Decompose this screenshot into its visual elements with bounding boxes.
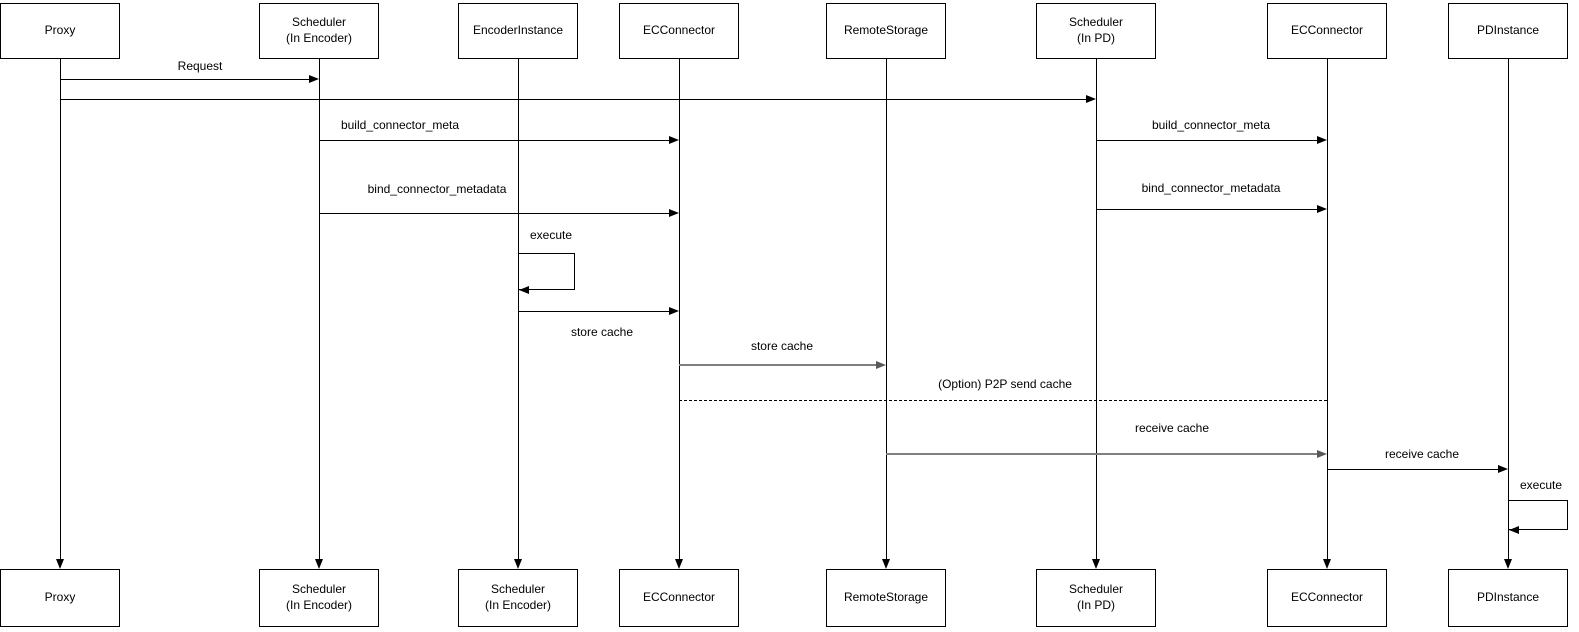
message-line-request bbox=[60, 79, 310, 80]
message-arrowhead-build-connector-meta-2 bbox=[1317, 136, 1327, 144]
message-label-store-cache-1: store cache bbox=[570, 325, 634, 339]
actor-top-label-remote-storage: RemoteStorage bbox=[843, 23, 929, 38]
actor-bottom-box-scheduler-pd: Scheduler (In PD) bbox=[1036, 569, 1156, 627]
actor-top-box-pd-instance: PDInstance bbox=[1448, 3, 1568, 59]
lifeline-remote-storage bbox=[886, 59, 887, 560]
actor-bottom-label-scheduler-encoder: Scheduler (In Encoder) bbox=[285, 582, 353, 612]
message-label-p2p-send-cache: (Option) P2P send cache bbox=[938, 377, 1072, 391]
message-arrowhead-store-cache-1 bbox=[669, 307, 679, 315]
self-loop-execute-encoder bbox=[518, 253, 575, 290]
message-line-receive-cache-1 bbox=[886, 453, 1318, 455]
lifeline-scheduler-pd bbox=[1096, 59, 1097, 560]
message-label-request: Request bbox=[177, 59, 223, 73]
message-label-receive-cache-1: receive cache bbox=[1134, 421, 1210, 435]
actor-top-box-ec-connector-1: ECConnector bbox=[619, 3, 739, 59]
actor-bottom-box-scheduler-encoder: Scheduler (In Encoder) bbox=[259, 569, 379, 627]
message-line-bind-connector-metadata-1 bbox=[319, 213, 670, 214]
lifeline-arrowhead-remote-storage bbox=[882, 559, 890, 569]
actor-top-label-ec-connector-2: ECConnector bbox=[1290, 23, 1364, 38]
message-line-bind-connector-metadata-2 bbox=[1096, 209, 1318, 210]
actor-bottom-label-pd-instance: PDInstance bbox=[1476, 590, 1540, 605]
lifeline-arrowhead-scheduler-pd bbox=[1092, 559, 1100, 569]
actor-bottom-box-ec-connector-1: ECConnector bbox=[619, 569, 739, 627]
message-arrowhead-receive-cache-1 bbox=[1317, 450, 1327, 458]
self-loop-arrowhead-execute-encoder bbox=[519, 286, 529, 294]
message-arrowhead-store-cache-2 bbox=[876, 361, 886, 369]
actor-top-box-encoder-instance: EncoderInstance bbox=[458, 3, 578, 59]
self-loop-label-execute-pd: execute bbox=[1520, 478, 1563, 492]
message-line-build-connector-meta-1 bbox=[319, 140, 670, 141]
actor-top-label-ec-connector-1: ECConnector bbox=[642, 23, 716, 38]
message-arrowhead-bind-connector-metadata-1 bbox=[669, 209, 679, 217]
actor-bottom-label-remote-storage: RemoteStorage bbox=[843, 590, 929, 605]
actor-bottom-box-encoder-instance: Scheduler (In Encoder) bbox=[458, 569, 578, 627]
actor-bottom-box-remote-storage: RemoteStorage bbox=[826, 569, 946, 627]
actor-top-box-ec-connector-2: ECConnector bbox=[1267, 3, 1387, 59]
self-loop-arrowhead-execute-pd bbox=[1509, 526, 1519, 534]
message-label-build-connector-meta-2: build_connector_meta bbox=[1151, 118, 1271, 132]
actor-bottom-box-pd-instance: PDInstance bbox=[1448, 569, 1568, 627]
message-line-receive-cache-2 bbox=[1327, 469, 1499, 470]
lifeline-scheduler-encoder bbox=[319, 59, 320, 560]
self-loop-execute-pd bbox=[1508, 500, 1568, 530]
actor-bottom-label-ec-connector-1: ECConnector bbox=[642, 590, 716, 605]
message-label-bind-connector-metadata-1: bind_connector_metadata bbox=[367, 182, 507, 196]
actor-top-box-remote-storage: RemoteStorage bbox=[826, 3, 946, 59]
actor-top-label-proxy: Proxy bbox=[44, 23, 76, 38]
message-arrowhead-build-connector-meta-1 bbox=[669, 136, 679, 144]
message-label-build-connector-meta-1: build_connector_meta bbox=[340, 118, 460, 132]
actor-bottom-label-encoder-instance: Scheduler (In Encoder) bbox=[484, 582, 552, 612]
actor-top-label-scheduler-encoder: Scheduler (In Encoder) bbox=[285, 15, 353, 45]
lifeline-arrowhead-scheduler-encoder bbox=[315, 559, 323, 569]
lifeline-arrowhead-encoder-instance bbox=[514, 559, 522, 569]
actor-top-label-encoder-instance: EncoderInstance bbox=[472, 23, 564, 38]
message-label-receive-cache-2: receive cache bbox=[1384, 447, 1460, 461]
message-line-p2p-send-cache bbox=[679, 400, 1327, 401]
lifeline-arrowhead-proxy bbox=[56, 559, 64, 569]
message-arrowhead-proxy-to-pd bbox=[1086, 95, 1096, 103]
actor-top-label-pd-instance: PDInstance bbox=[1476, 23, 1540, 38]
actor-top-box-scheduler-pd: Scheduler (In PD) bbox=[1036, 3, 1156, 59]
lifeline-arrowhead-ec-connector-1 bbox=[675, 559, 683, 569]
actor-bottom-box-proxy: Proxy bbox=[0, 569, 120, 627]
lifeline-arrowhead-ec-connector-2 bbox=[1323, 559, 1331, 569]
message-label-bind-connector-metadata-2: bind_connector_metadata bbox=[1141, 181, 1281, 195]
lifeline-ec-connector-2 bbox=[1327, 59, 1328, 560]
message-line-store-cache-2 bbox=[679, 364, 877, 366]
actor-top-box-scheduler-encoder: Scheduler (In Encoder) bbox=[259, 3, 379, 59]
message-arrowhead-receive-cache-2 bbox=[1498, 465, 1508, 473]
message-label-store-cache-2: store cache bbox=[750, 339, 814, 353]
lifeline-pd-instance bbox=[1508, 59, 1509, 560]
message-line-build-connector-meta-2 bbox=[1096, 140, 1318, 141]
actor-bottom-box-ec-connector-2: ECConnector bbox=[1267, 569, 1387, 627]
actor-top-box-proxy: Proxy bbox=[0, 3, 120, 59]
message-line-store-cache-1 bbox=[518, 311, 670, 312]
message-arrowhead-request bbox=[309, 75, 319, 83]
actor-bottom-label-proxy: Proxy bbox=[44, 590, 76, 605]
lifeline-arrowhead-pd-instance bbox=[1504, 559, 1512, 569]
lifeline-ec-connector-1 bbox=[679, 59, 680, 560]
lifeline-encoder-instance bbox=[518, 59, 519, 560]
actor-top-label-scheduler-pd: Scheduler (In PD) bbox=[1068, 15, 1124, 45]
message-arrowhead-bind-connector-metadata-2 bbox=[1317, 205, 1327, 213]
actor-bottom-label-scheduler-pd: Scheduler (In PD) bbox=[1068, 582, 1124, 612]
message-line-proxy-to-pd bbox=[60, 99, 1087, 100]
self-loop-label-execute-encoder: execute bbox=[530, 228, 573, 242]
actor-bottom-label-ec-connector-2: ECConnector bbox=[1290, 590, 1364, 605]
lifeline-proxy bbox=[60, 59, 61, 560]
